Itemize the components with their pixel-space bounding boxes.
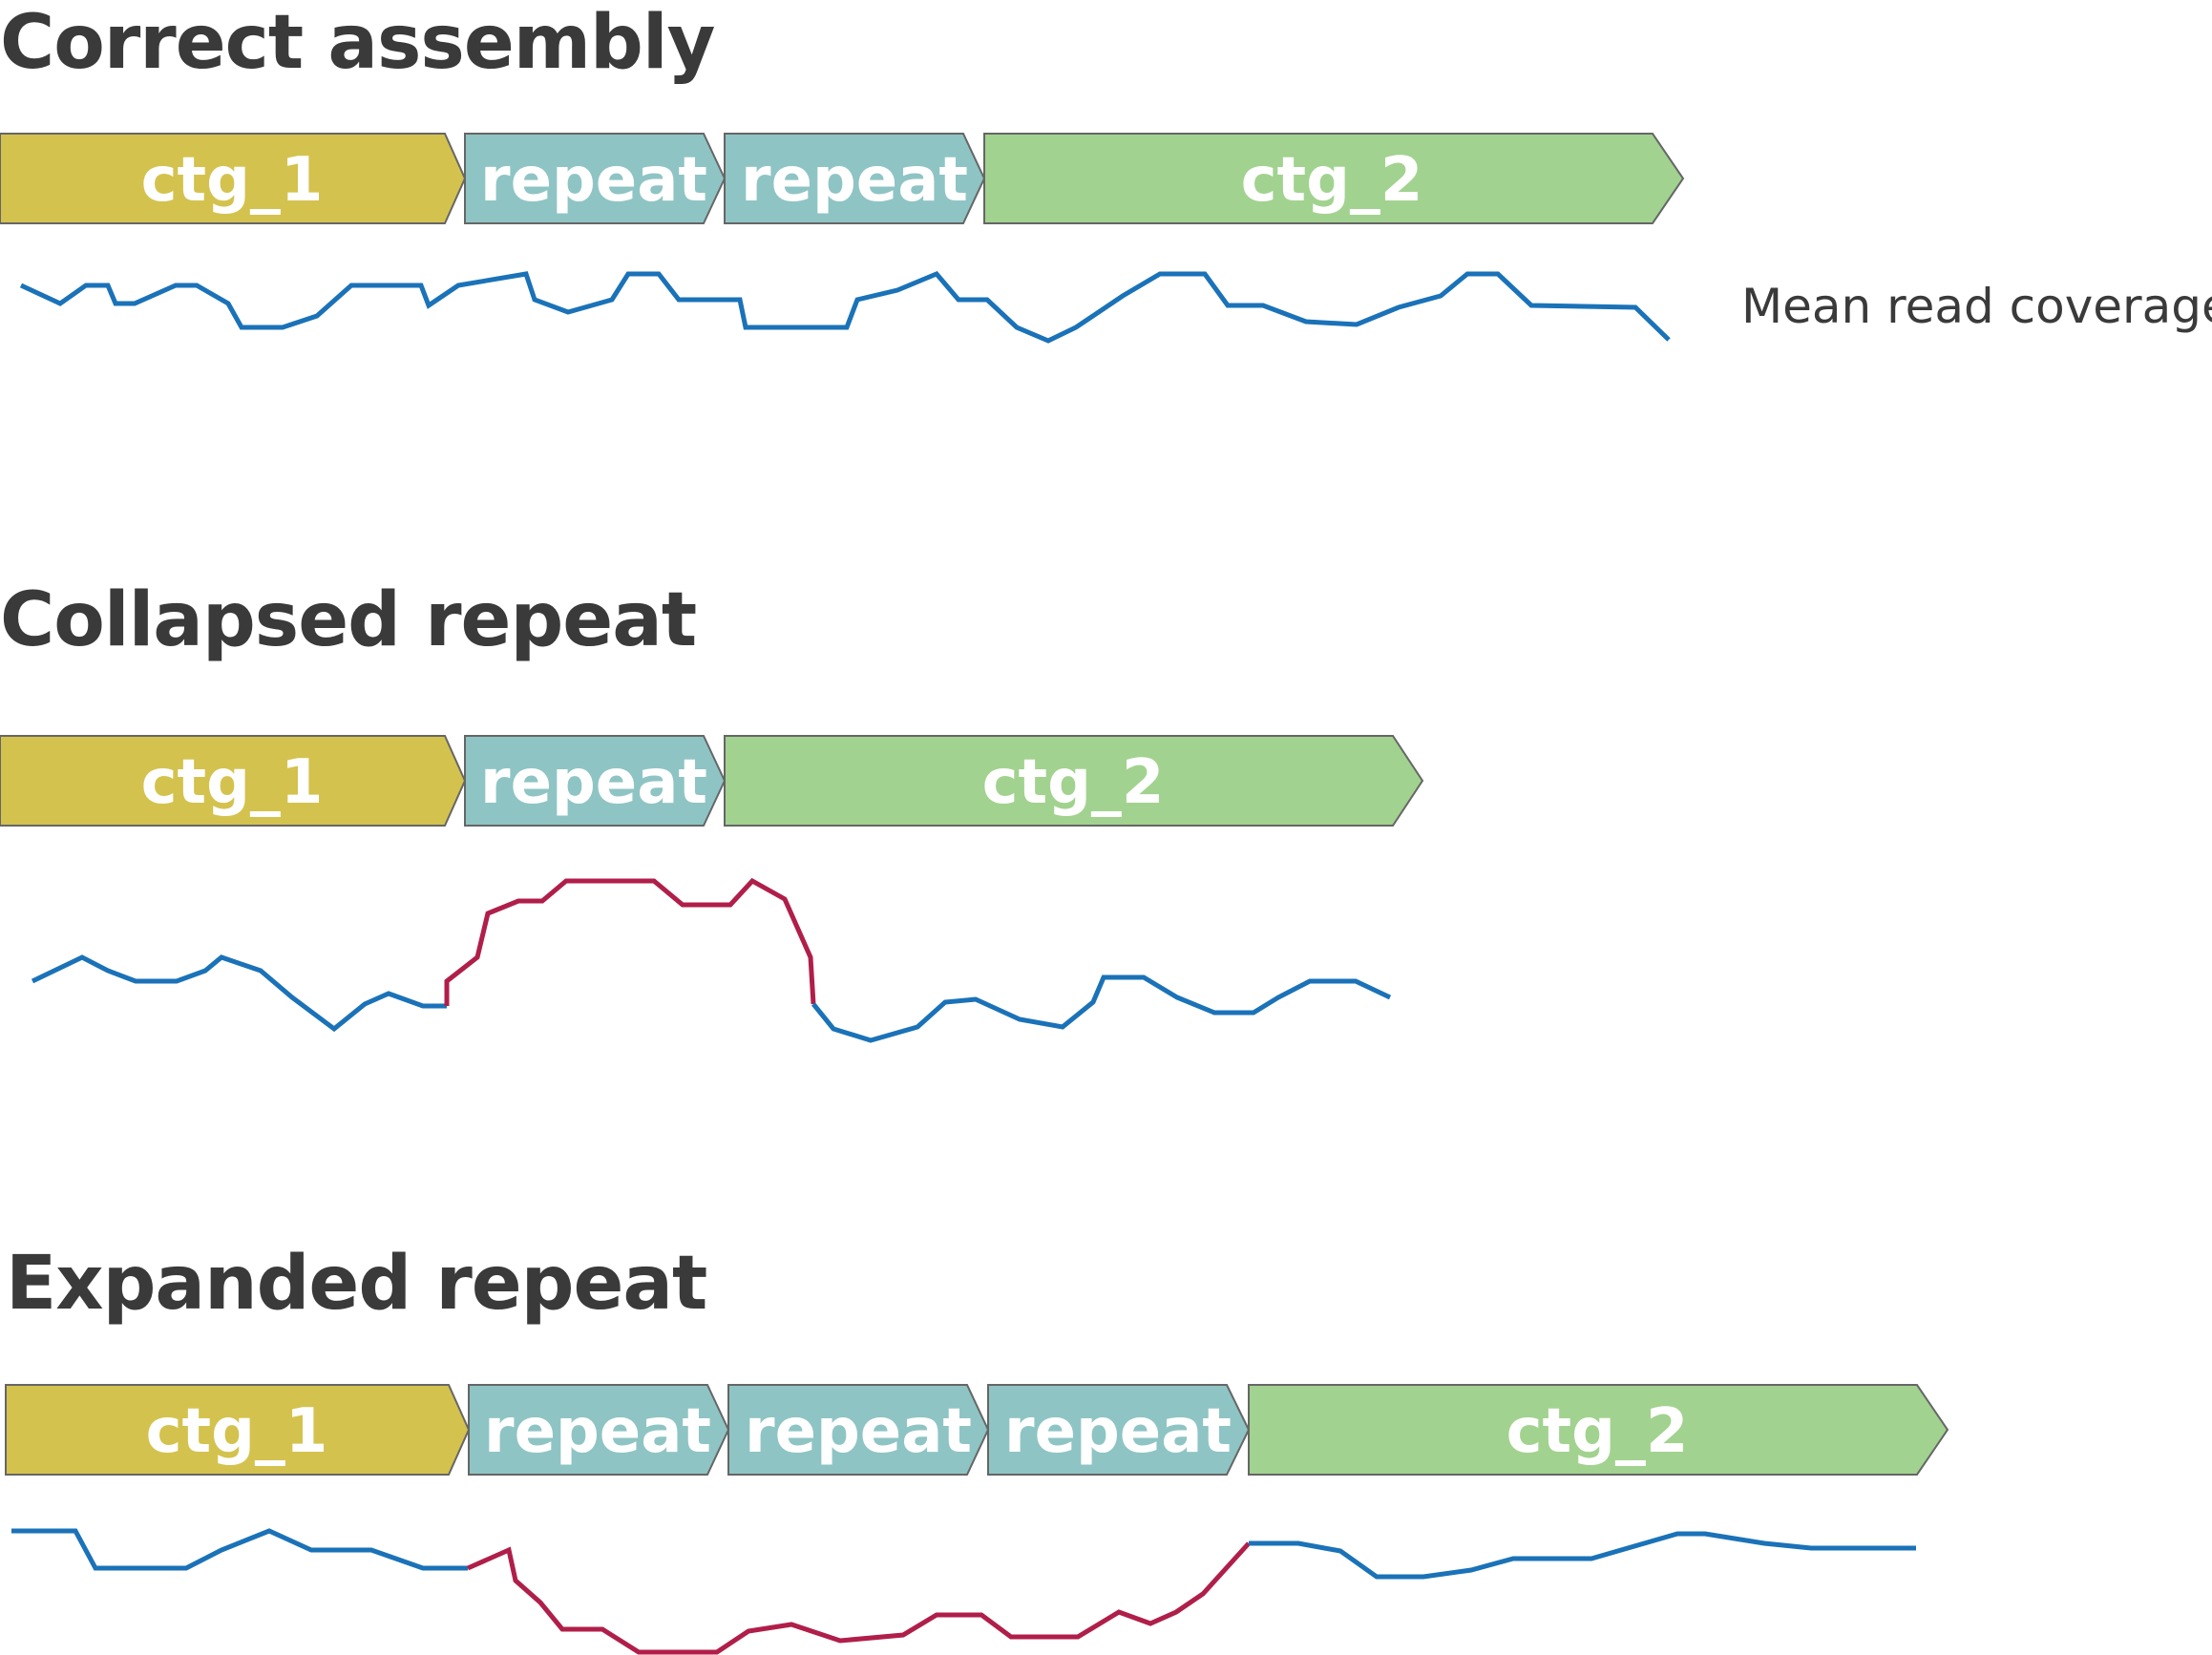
segment-label: repeat <box>1004 1396 1232 1467</box>
segment-ctg-1 <box>0 133 467 224</box>
segment-label: ctg_2 <box>1506 1396 1689 1467</box>
segment-ctg-2 <box>1248 1384 1949 1476</box>
panel-collapsed-repeat: ctg_1 repeat ctg_2 <box>0 735 1424 1043</box>
segment-label: repeat <box>480 747 707 818</box>
segment-ctg-1 <box>0 735 467 827</box>
panel-title-correct-assembly: Correct assembly <box>0 0 715 86</box>
segment-label: ctg_1 <box>141 747 324 818</box>
segment-ctg-1 <box>5 1384 471 1476</box>
segment-label: repeat <box>484 1396 711 1467</box>
segment-repeat <box>987 1384 1251 1476</box>
coverage-line-normal <box>31 954 447 1033</box>
panel-title-collapsed-repeat: Collapsed repeat <box>0 577 697 663</box>
segment-repeat <box>468 1384 730 1476</box>
coverage-label: Mean read coverage <box>1741 279 2212 334</box>
segment-label: ctg_2 <box>1241 145 1423 216</box>
coverage-line-anomaly <box>444 877 816 1006</box>
segment-repeat <box>464 735 727 827</box>
segment-ctg-2 <box>983 133 1685 224</box>
panel-title-expanded-repeat: Expanded repeat <box>6 1241 707 1327</box>
panel-correct-assembly: ctg_1 repeat repeat ctg_2 Mean read cove… <box>0 133 2212 344</box>
segment-label: repeat <box>480 145 707 216</box>
segment-repeat <box>464 133 727 224</box>
segment-label: repeat <box>745 1396 972 1467</box>
coverage-line-normal <box>1249 1531 1916 1580</box>
segment-label: ctg_2 <box>982 747 1165 818</box>
segment-label: ctg_1 <box>141 145 324 216</box>
segment-ctg-2 <box>724 735 1424 827</box>
coverage-line-normal <box>811 974 1392 1043</box>
segment-repeat <box>727 1384 990 1476</box>
segment-label: repeat <box>741 145 968 216</box>
segment-repeat <box>724 133 986 224</box>
segment-label: ctg_1 <box>146 1396 328 1467</box>
coverage-line-normal <box>19 270 1671 344</box>
panel-expanded-repeat: ctg_1 repeat repeat repeat ctg_2 <box>5 1384 1949 1655</box>
coverage-line-anomaly <box>466 1541 1251 1655</box>
coverage-line-normal <box>11 1528 468 1571</box>
